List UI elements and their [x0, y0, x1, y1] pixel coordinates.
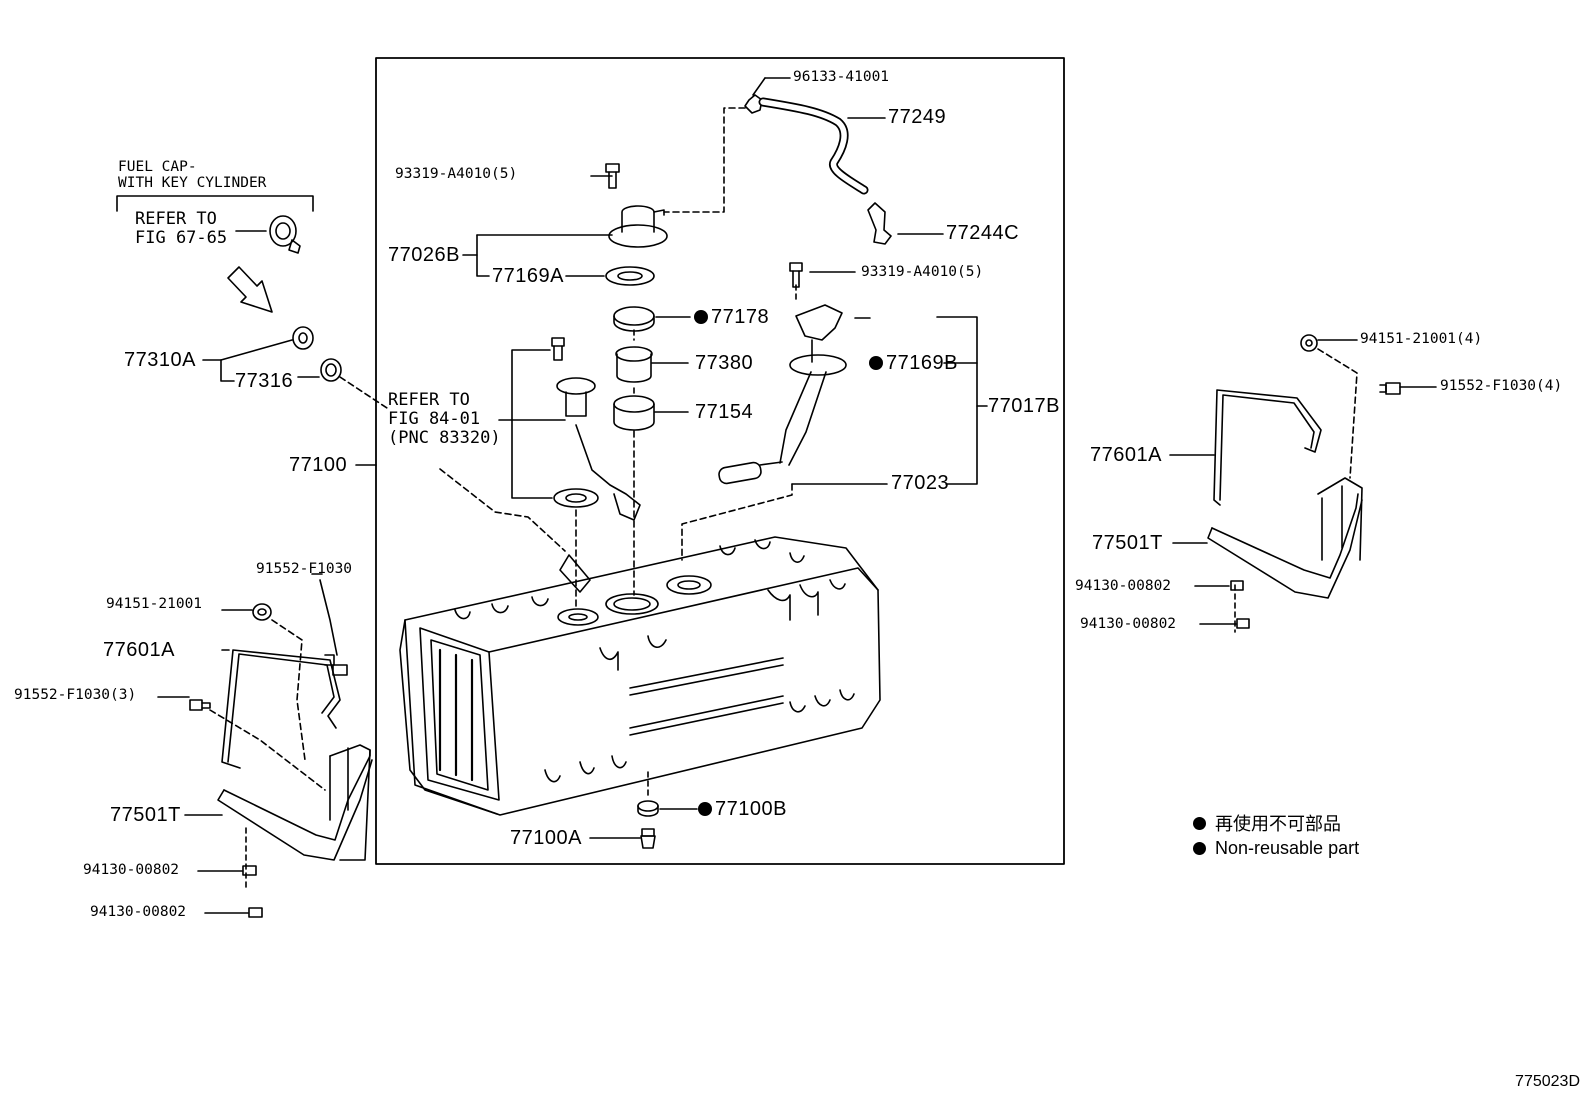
sender-bolt-icon	[551, 337, 565, 361]
fuel-cap-icon	[269, 215, 301, 254]
left-bolt-top-icon	[252, 603, 272, 621]
screw-icon-right	[789, 262, 803, 288]
label-77178: 77178	[711, 306, 770, 328]
fuel-tank-icon	[399, 536, 881, 816]
label-refer-to-a: REFER TO	[135, 209, 217, 229]
right-bolt-side-icon	[1379, 382, 1401, 395]
label-refer-to-b: REFER TO	[388, 390, 470, 410]
fuel-filter-icon	[615, 346, 653, 383]
label-77501t-right: 77501T	[1092, 532, 1163, 554]
label-93319-a4010-mid: 93319-A4010(5)	[861, 264, 984, 280]
fuel-pump-icon	[718, 304, 847, 485]
label-93319-a4010-top: 93319-A4010(5)	[395, 166, 518, 182]
label-94151-21001: 94151-21001	[106, 596, 203, 612]
label-91552-f1030-4: 91552-F1030(4)	[1440, 378, 1563, 394]
label-94130-00802-left-a: 94130-00802	[83, 862, 180, 878]
right-strap-icon	[1207, 389, 1363, 599]
seal-ring-icon	[613, 306, 655, 332]
label-fuel-cap-1: FUEL CAP-	[118, 159, 197, 175]
label-77310a: 77310A	[124, 349, 196, 371]
sender-gasket-icon	[553, 488, 599, 508]
label-77023: 77023	[891, 472, 950, 494]
label-91552-f1030-3: 91552-F1030(3)	[14, 687, 137, 703]
legend-text-english: Non-reusable part	[1215, 838, 1360, 858]
right-nut-b-icon	[1236, 618, 1250, 629]
right-nut-a-icon	[1230, 580, 1244, 591]
label-fig-67-65: FIG 67-65	[135, 228, 228, 248]
label-77316: 77316	[235, 370, 294, 392]
label-94130-00802-left-b: 94130-00802	[90, 904, 187, 920]
label-77601a-right: 77601A	[1090, 444, 1162, 466]
label-77154: 77154	[695, 401, 754, 423]
label-pnc-83320: (PNC 83320)	[388, 428, 501, 448]
assembly-frame	[375, 57, 1065, 865]
pump-cup-icon	[613, 395, 655, 431]
direction-arrow	[227, 266, 273, 313]
vent-valve-icon	[608, 205, 668, 248]
vent-hose-icon	[744, 94, 892, 245]
label-91552-f1030: 91552-F1030	[256, 561, 353, 577]
left-bolt-side-icon	[189, 699, 211, 711]
non-reusable-dot-77178	[694, 310, 708, 324]
screw-icon	[605, 163, 620, 189]
label-77026b: 77026B	[388, 244, 460, 266]
tank-bolt-icon	[640, 828, 656, 849]
label-fuel-cap-2: WITH KEY CYLINDER	[118, 175, 267, 191]
label-77244c: 77244C	[946, 222, 1020, 244]
legend-dot-icon	[1193, 842, 1206, 855]
label-77249: 77249	[888, 106, 947, 128]
label-96133-41001: 96133-41001	[793, 69, 890, 85]
label-77100b: 77100B	[715, 798, 787, 820]
fuel-sender-icon	[556, 377, 641, 521]
label-94151-21001-4: 94151-21001(4)	[1360, 331, 1483, 347]
label-77100a: 77100A	[510, 827, 582, 849]
right-bolt-top-icon	[1300, 334, 1318, 352]
grommet-icon	[637, 800, 659, 817]
inlet-seal-icon	[320, 358, 342, 382]
fuel-cap-bracket	[116, 195, 314, 212]
non-reusable-dot-77169b	[869, 356, 883, 370]
non-reusable-dot-77100b	[698, 802, 712, 816]
figure-id: 775023D	[1515, 1073, 1580, 1090]
legend-dot-icon	[1193, 816, 1206, 830]
label-94130-00802-right-a: 94130-00802	[1075, 578, 1172, 594]
label-94130-00802-right-b: 94130-00802	[1080, 616, 1177, 632]
label-fig-84-01: FIG 84-01	[388, 409, 481, 429]
left-nut-b-icon	[248, 907, 263, 918]
legend-row-japanese: 再使用不可部品	[1193, 810, 1341, 836]
label-77100: 77100	[289, 454, 348, 476]
fuel-inlet-grommet-icon	[292, 326, 314, 350]
legend-row-english: Non-reusable part	[1193, 838, 1359, 859]
label-77601a-left: 77601A	[103, 639, 175, 661]
gasket-icon	[605, 266, 655, 286]
left-bolt-mid-icon	[324, 654, 348, 676]
label-77501t-left: 77501T	[110, 804, 181, 826]
label-77017b: 77017B	[988, 395, 1060, 417]
label-77380: 77380	[695, 352, 754, 374]
left-strap-icon	[217, 649, 373, 861]
label-77169a: 77169A	[492, 265, 564, 287]
left-nut-a-icon	[242, 865, 257, 876]
legend-text-japanese: 再使用不可部品	[1215, 814, 1341, 834]
label-77169b: 77169B	[886, 352, 958, 374]
